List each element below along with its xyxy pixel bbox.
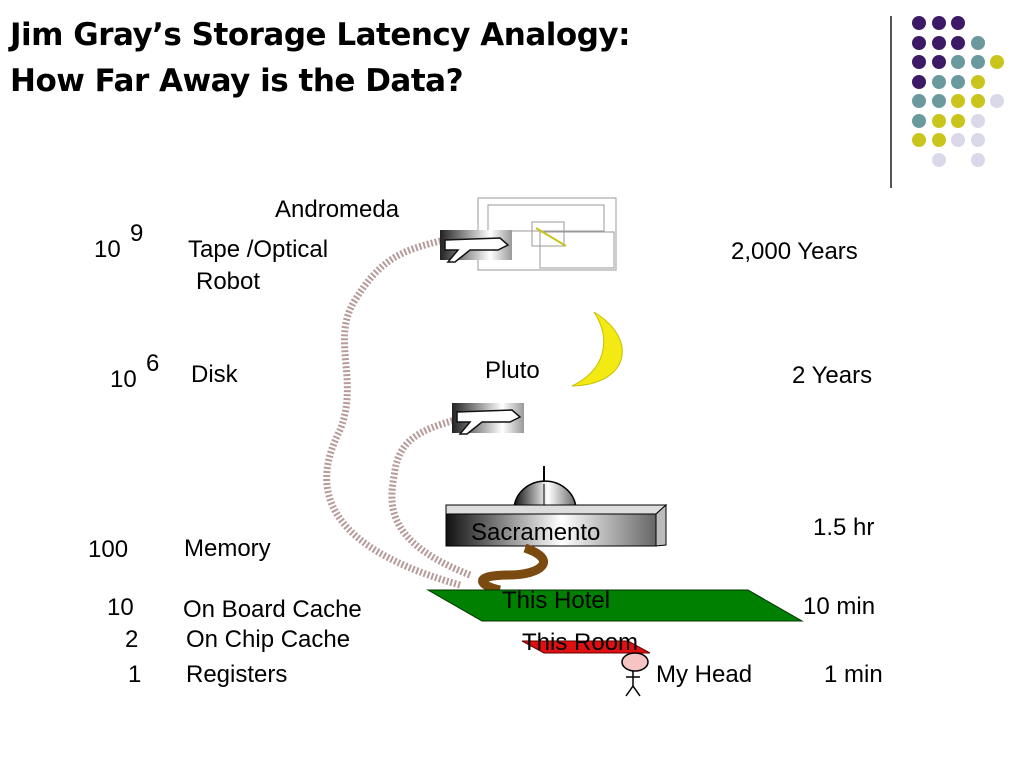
decorative-dot [970, 152, 985, 167]
memory-count: 100 [88, 536, 129, 563]
chip-cache-count: 2 [125, 626, 139, 653]
board-cache-time: 10 min [803, 593, 876, 620]
slide-title: Jim Gray’s Storage Latency Analogy: How … [10, 12, 631, 104]
decorative-dot [912, 16, 926, 30]
registers-count: 1 [128, 661, 142, 688]
my-head-label: My Head [656, 661, 753, 688]
andromeda-label: Andromeda [275, 196, 400, 223]
decorative-dot [951, 55, 965, 69]
hotel-label: This Hotel [502, 587, 611, 614]
decorative-dot [931, 16, 946, 30]
divider-line [890, 16, 892, 188]
decorative-dot [912, 113, 926, 128]
tape-magnitude: 10 [94, 236, 121, 264]
decorative-dot [912, 74, 926, 89]
memory-time: 1.5 hr [813, 514, 875, 541]
decorative-dot [970, 113, 985, 128]
decorative-dot [912, 55, 926, 69]
airplane-icon-tape [440, 230, 512, 263]
decorative-dot [970, 133, 985, 147]
disk-label: Disk [191, 361, 238, 388]
road-to-sacramento [478, 543, 548, 595]
sacramento-building [445, 503, 668, 547]
capitol-dome-icon [513, 466, 577, 511]
decorative-dot [931, 35, 946, 50]
room-label: This Room [522, 629, 639, 656]
room-floor [521, 640, 651, 654]
tape-label-line2: Robot [196, 268, 261, 295]
decorative-dot [951, 133, 965, 147]
tape-label-line1: Tape /Optical [188, 236, 329, 263]
title-line-1: Jim Gray’s Storage Latency Analogy: [10, 17, 631, 53]
decorative-dot [970, 55, 985, 69]
pluto-label: Pluto [485, 357, 540, 384]
title-line-2: How Far Away is the Data? [10, 63, 464, 99]
decorative-dot [951, 94, 965, 108]
person-icon [621, 652, 649, 697]
decorative-dot [931, 94, 946, 108]
board-cache-label: On Board Cache [183, 596, 362, 623]
decorative-dot [951, 16, 965, 30]
decorative-dot [970, 74, 985, 89]
decorative-dot [912, 35, 926, 50]
decorative-dot [931, 113, 946, 128]
decorative-dot [970, 94, 985, 108]
airplane-icon-disk [452, 403, 524, 435]
decorative-dot [912, 133, 926, 147]
pluto-crescent-icon [571, 311, 623, 387]
sacramento-label: Sacramento [471, 519, 601, 546]
decorative-dot [931, 74, 946, 89]
tape-base: 10 [94, 236, 121, 263]
path-to-andromeda [323, 236, 461, 589]
decorative-dot [970, 35, 985, 50]
disk-exponent: 6 [146, 350, 160, 377]
chip-cache-label: On Chip Cache [186, 626, 351, 653]
board-cache-count: 10 [107, 594, 134, 621]
decorative-dot [951, 35, 965, 50]
tape-exponent: 9 [130, 220, 144, 247]
registers-label: Registers [186, 661, 288, 688]
path-to-pluto [388, 416, 472, 579]
decorative-dot [912, 94, 926, 108]
decorative-dot [951, 113, 965, 128]
memory-label: Memory [184, 535, 271, 562]
decorative-dot [931, 133, 946, 147]
decorative-dot [951, 74, 965, 89]
disk-time: 2 Years [792, 362, 873, 389]
disk-base: 10 [110, 366, 137, 393]
decorative-dot [990, 55, 1004, 69]
decorative-dot [931, 55, 946, 69]
hotel-floor [426, 589, 804, 622]
decorative-dot [990, 94, 1004, 108]
tape-time: 2,000 Years [731, 238, 858, 265]
decorative-dot [931, 152, 946, 167]
registers-time: 1 min [824, 661, 883, 688]
